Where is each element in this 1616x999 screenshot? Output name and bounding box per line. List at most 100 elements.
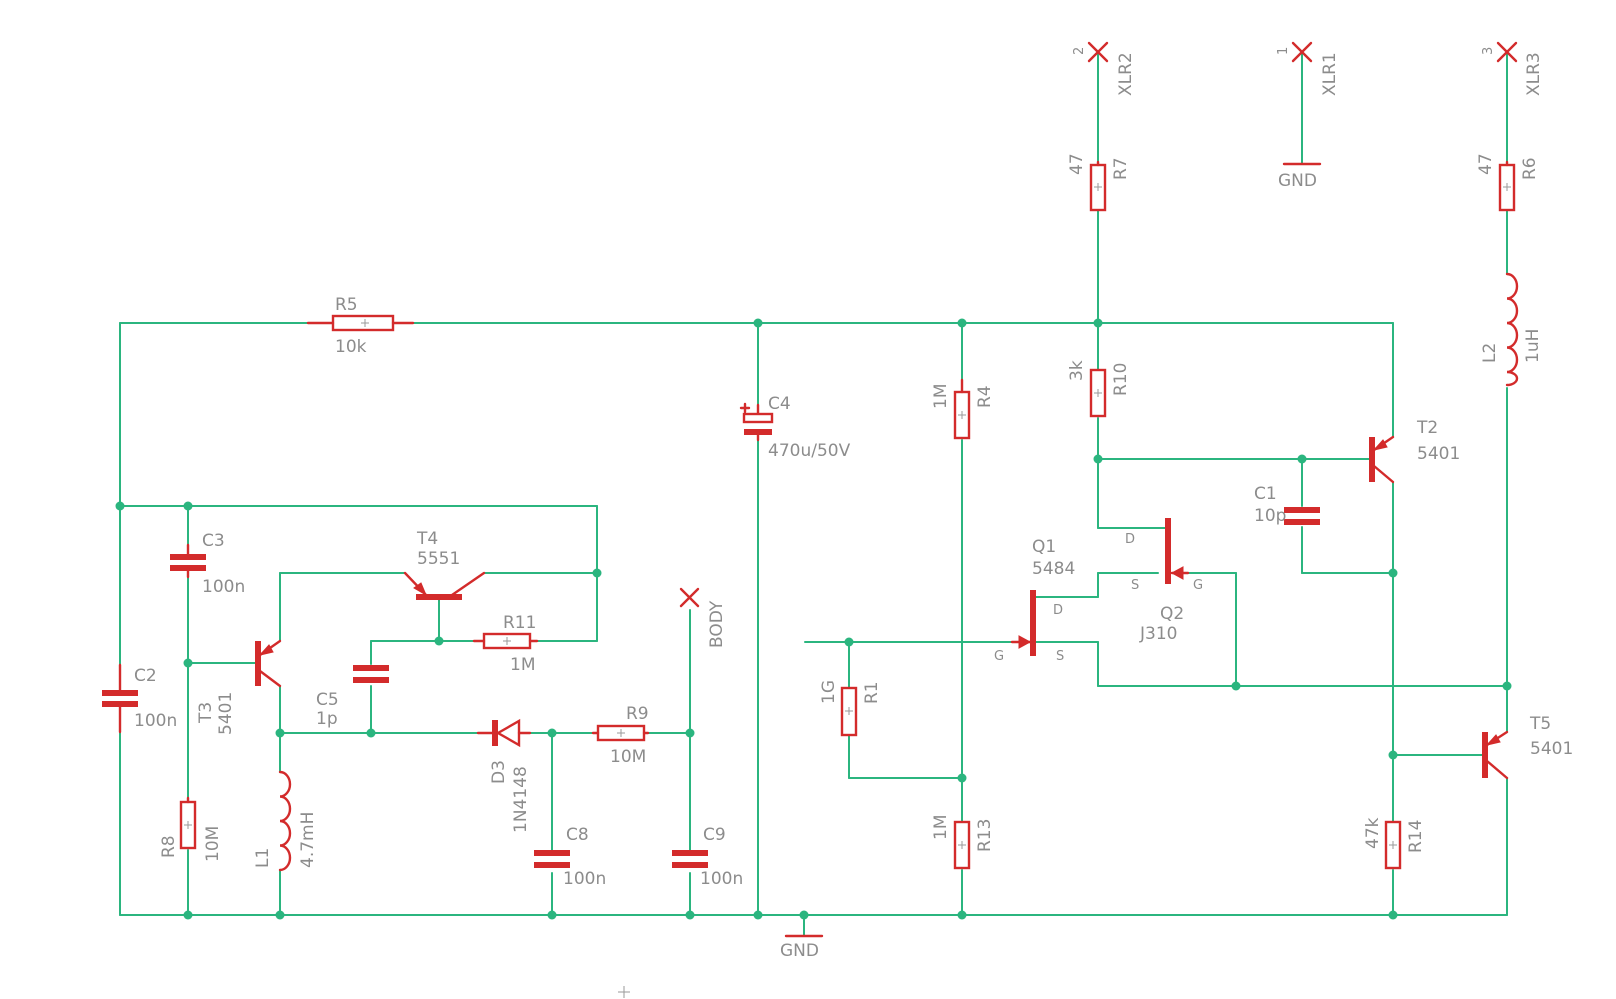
t3-name: T3 <box>196 702 216 724</box>
resistor-r11: R11 1M <box>472 613 539 675</box>
r7-value: 47 <box>1067 153 1087 175</box>
l1-name: L1 <box>253 848 273 868</box>
capacitor-c5: C5 1p <box>316 665 389 729</box>
connector-xlr2: 2 XLR2 <box>1072 41 1136 96</box>
c2-value: 100n <box>134 711 177 731</box>
capacitor-c4: C4 470u/50V <box>739 394 851 461</box>
r11-name: R11 <box>503 613 536 633</box>
resistor-r6: 47 R6 <box>1476 153 1540 212</box>
xlr1-pin: 1 <box>1276 47 1291 55</box>
jfet-q1: Q1 5484 D S G <box>994 537 1075 664</box>
capacitor-c2: C2 100n <box>102 663 177 734</box>
xlr3-pin: 3 <box>1481 47 1496 55</box>
connector-xlr3: 3 XLR3 <box>1481 41 1544 96</box>
r14-name: R14 <box>1406 820 1426 853</box>
inductor-l1: L1 4.7mH <box>253 770 318 872</box>
r4-value: 1M <box>931 384 951 409</box>
d3-value: 1N4148 <box>511 766 531 833</box>
transistor-t5: T5 5401 <box>1482 714 1573 780</box>
c1-value: 10p <box>1254 506 1286 526</box>
transistor-t3: T3 5401 <box>196 639 282 735</box>
resistor-r14: 47k R14 <box>1363 817 1426 870</box>
xlr3-name: XLR3 <box>1524 52 1544 96</box>
t3-value: 5401 <box>216 692 236 735</box>
l1-value: 4.7mH <box>298 812 318 868</box>
origin-marker <box>618 986 630 998</box>
t4-name: T4 <box>416 529 438 549</box>
q2-pin-d: D <box>1125 532 1135 547</box>
r7-name: R7 <box>1111 157 1131 180</box>
ground-symbol-xlr1: GND <box>1278 162 1322 191</box>
c4-value: 470u/50V <box>768 441 851 461</box>
t2-name: T2 <box>1416 418 1438 438</box>
junction-dots <box>115 318 1512 920</box>
r14-value: 47k <box>1363 817 1383 849</box>
r5-name: R5 <box>335 295 358 315</box>
resistor-r1: 1G R1 <box>819 680 882 737</box>
t4-value: 5551 <box>417 549 460 569</box>
c3-value: 100n <box>202 577 245 597</box>
transistor-t2: T2 5401 <box>1369 418 1460 484</box>
q1-pin-d: D <box>1053 603 1063 618</box>
capacitor-c8: C8 100n <box>534 825 606 889</box>
r5-value: 10k <box>335 337 367 357</box>
l2-name: L2 <box>1480 343 1500 363</box>
diode-d3: D3 1N4148 <box>476 718 532 833</box>
q1-pin-g: G <box>994 649 1004 664</box>
c8-name: C8 <box>566 825 589 845</box>
c5-value: 1p <box>316 709 338 729</box>
t2-value: 5401 <box>1417 444 1460 464</box>
t5-name: T5 <box>1529 714 1551 734</box>
r11-value: 1M <box>510 655 535 675</box>
c9-name: C9 <box>703 825 726 845</box>
r6-name: R6 <box>1520 157 1540 180</box>
xlr1-name: XLR1 <box>1320 52 1340 96</box>
q2-pin-g: G <box>1193 578 1203 593</box>
transistor-t4: T4 5551 <box>403 529 486 601</box>
q2-value: J310 <box>1139 624 1177 644</box>
r10-name: R10 <box>1111 363 1131 396</box>
d3-name: D3 <box>489 760 509 784</box>
inductor-l2: L2 1uH <box>1480 272 1543 387</box>
connector-xlr1: 1 XLR1 <box>1276 41 1340 96</box>
ground-symbol-bottom: GND <box>780 934 824 961</box>
resistor-r9: R9 10M <box>591 704 650 767</box>
c3-name: C3 <box>202 531 225 551</box>
resistor-r7: 47 R7 <box>1067 153 1131 212</box>
r10-value: 3k <box>1067 360 1087 381</box>
q1-name: Q1 <box>1032 537 1056 557</box>
jfet-q2: Q2 J310 D S G <box>1125 518 1203 644</box>
resistor-r4: 1M R4 <box>931 378 995 440</box>
c8-value: 100n <box>563 869 606 889</box>
r1-name: R1 <box>862 681 882 704</box>
r9-value: 10M <box>610 747 646 767</box>
c4-name: C4 <box>768 394 791 414</box>
c1-name: C1 <box>1254 484 1277 504</box>
resistor-r10: 3k R10 <box>1067 360 1131 418</box>
resistor-r8: R8 10M <box>159 796 223 862</box>
q2-name: Q2 <box>1160 604 1184 624</box>
r13-name: R13 <box>975 819 995 852</box>
body-terminal: BODY <box>679 587 727 648</box>
r1-value: 1G <box>819 680 839 704</box>
r8-name: R8 <box>159 835 179 858</box>
body-label: BODY <box>707 600 727 648</box>
resistor-r13: 1M R13 <box>931 815 995 870</box>
t5-value: 5401 <box>1530 739 1573 759</box>
c2-name: C2 <box>134 666 157 686</box>
gnd-xlr-label: GND <box>1278 171 1317 191</box>
capacitor-c1: C1 10p <box>1254 484 1320 526</box>
c5-name: C5 <box>316 690 339 710</box>
xlr2-name: XLR2 <box>1116 52 1136 96</box>
capacitor-c9: C9 100n <box>672 825 743 889</box>
r9-name: R9 <box>626 704 649 724</box>
r13-value: 1M <box>931 815 951 840</box>
xlr2-pin: 2 <box>1072 47 1087 55</box>
capacitor-c3: C3 100n <box>170 531 245 597</box>
r4-name: R4 <box>975 385 995 408</box>
c9-value: 100n <box>700 869 743 889</box>
q1-pin-s: S <box>1056 649 1064 664</box>
wires <box>119 51 1508 937</box>
q1-value: 5484 <box>1032 559 1075 579</box>
